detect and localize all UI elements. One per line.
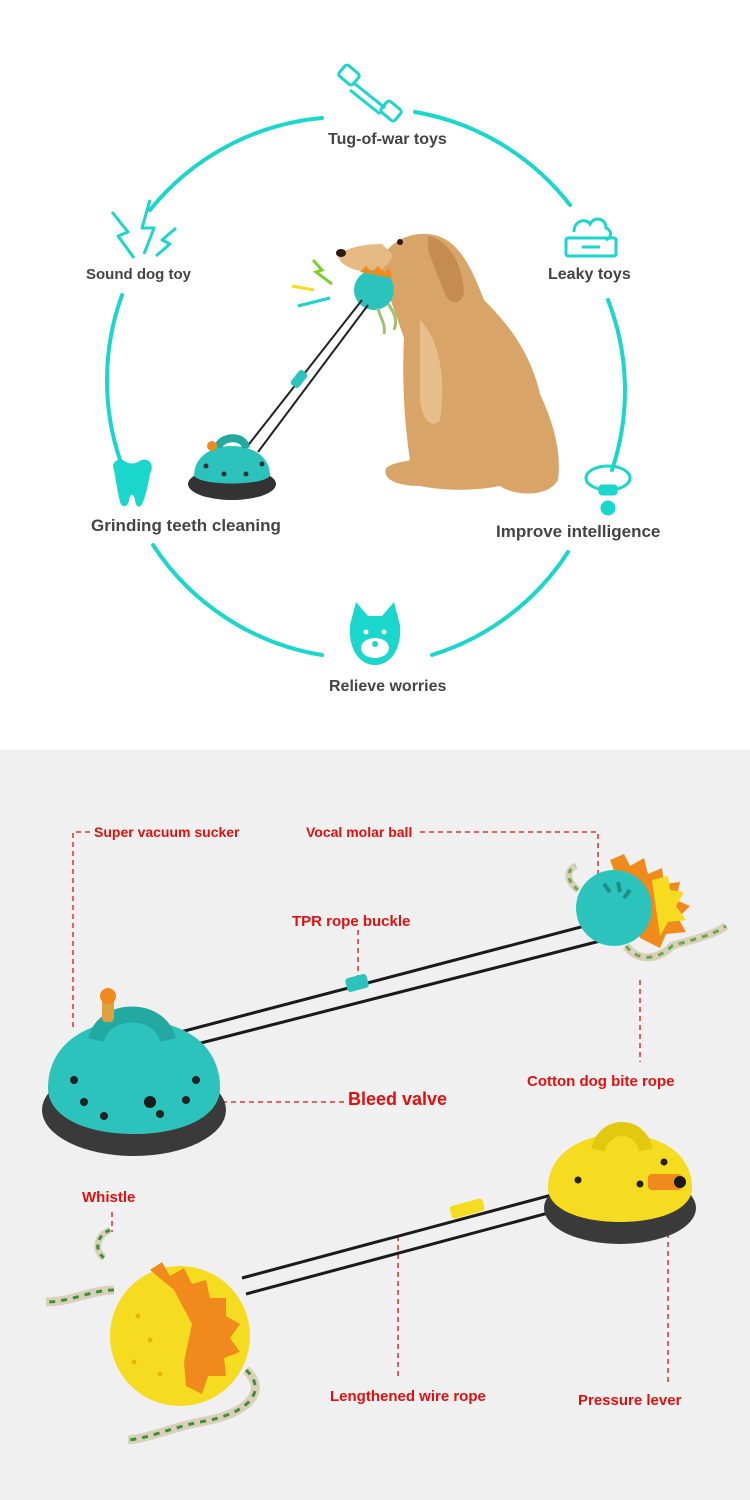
features-panel: Tug-of-war toys Sound dog toy Leaky toys…	[86, 63, 661, 695]
components-panel: Super vacuum sucker Vocal molar ball TPR…	[0, 750, 750, 1500]
sound-lightning-icon	[110, 199, 177, 259]
feature-relieve: Relieve worries	[329, 678, 447, 695]
feature-grinding: Grinding teeth cleaning	[91, 516, 281, 535]
shiba-face-icon	[349, 602, 401, 665]
food-bowl-icon	[564, 217, 618, 258]
callout-cotton-dog-bite-rope: Cotton dog bite rope	[527, 1073, 675, 1090]
callout-super-vacuum-sucker: Super vacuum sucker	[94, 824, 240, 840]
tooth-icon	[113, 459, 152, 507]
collar-icon	[584, 464, 632, 516]
callout-leaders	[72, 831, 669, 1382]
callout-pressure-lever: Pressure lever	[578, 1392, 682, 1409]
yellow-suction-toy	[45, 1122, 696, 1445]
callout-vocal-molar-ball: Vocal molar ball	[306, 824, 413, 840]
tug-rope-icon	[337, 63, 403, 123]
feature-leaky-toys: Leaky toys	[548, 266, 631, 283]
features-illustration	[104, 63, 632, 665]
callout-bleed-valve: Bleed valve	[348, 1089, 448, 1109]
callout-tpr-rope-buckle: TPR rope buckle	[292, 913, 411, 930]
callout-whistle: Whistle	[82, 1189, 136, 1206]
teal-suction-toy	[42, 854, 729, 1156]
callout-lengthened-wire-rope: Lengthened wire rope	[330, 1388, 486, 1405]
feature-intelligence: Improve intelligence	[496, 522, 661, 541]
feature-sound-toy: Sound dog toy	[86, 266, 191, 283]
dog-product-scene	[188, 233, 559, 500]
feature-tug-of-war: Tug-of-war toys	[328, 131, 447, 148]
feature-circle	[104, 110, 627, 657]
components-illustration	[42, 831, 729, 1445]
